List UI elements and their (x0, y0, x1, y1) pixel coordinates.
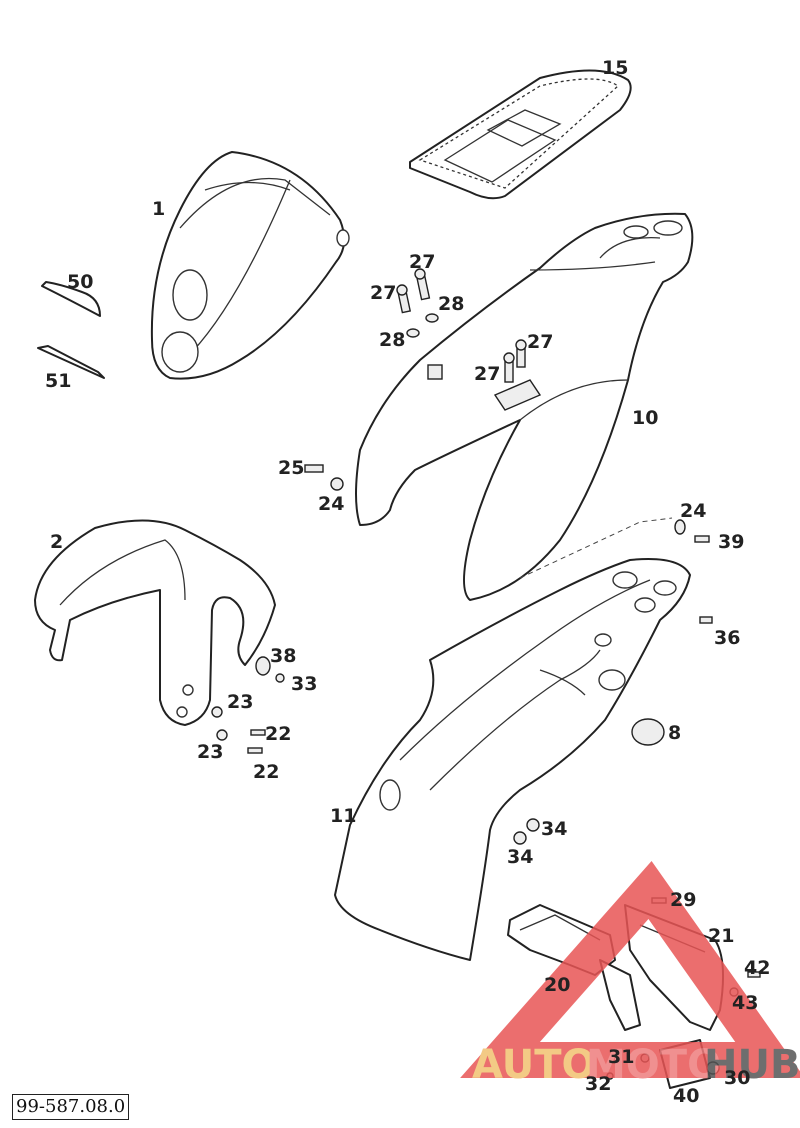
watermark-logo: AUTO MOTO HUB (460, 861, 800, 1088)
callout-36: 36 (714, 627, 740, 649)
callout-11: 11 (330, 805, 356, 827)
callout-27a: 27 (409, 251, 435, 273)
callout-40: 40 (673, 1085, 699, 1107)
callout-25: 25 (278, 457, 304, 479)
callout-2: 2 (50, 531, 63, 553)
callout-50: 50 (67, 271, 93, 293)
callout-15: 15 (602, 57, 628, 79)
callout-labels: 1 2 8 10 11 15 20 21 22 22 23 23 24 24 2… (45, 57, 770, 1107)
nuts-34 (513, 818, 540, 845)
callout-22a: 22 (265, 723, 291, 745)
callout-1: 1 (152, 198, 165, 220)
callout-34b: 34 (507, 846, 533, 868)
callout-28b: 28 (379, 329, 405, 351)
fasteners-24-36-39 (674, 519, 713, 624)
part-15-seat-pad (409, 69, 632, 200)
callout-43: 43 (732, 992, 758, 1014)
callout-22b: 22 (253, 761, 279, 783)
callout-21: 21 (708, 925, 734, 947)
screws-27-right (503, 339, 527, 383)
watermark-auto: AUTO (472, 1042, 596, 1088)
part-8-cap (631, 718, 665, 746)
callout-51: 51 (45, 370, 71, 392)
part-1-front-cover (150, 151, 350, 380)
part-50-trim (41, 281, 101, 317)
callout-31: 31 (608, 1046, 634, 1068)
watermark-hub: HUB (704, 1042, 800, 1088)
callout-20: 20 (544, 974, 570, 996)
callout-34a: 34 (541, 818, 567, 840)
callout-8: 8 (668, 722, 681, 744)
drawing-number: 99-587.08.0 (12, 1094, 130, 1120)
leader-line-10-24 (519, 517, 673, 579)
callout-42: 42 (744, 957, 770, 979)
part-11-under-tray (334, 558, 691, 961)
part-2-front-shield (34, 519, 276, 726)
callout-28a: 28 (438, 293, 464, 315)
callout-38: 38 (270, 645, 296, 667)
watermark-triangle (460, 861, 800, 1078)
callout-27c: 27 (527, 331, 553, 353)
callout-23b: 23 (197, 741, 223, 763)
callout-30: 30 (724, 1067, 750, 1089)
bolt-25-nut-24 (304, 464, 344, 491)
callout-10: 10 (632, 407, 658, 429)
callout-23a: 23 (227, 691, 253, 713)
callout-24a: 24 (318, 493, 344, 515)
callout-32: 32 (585, 1073, 611, 1095)
callout-29: 29 (670, 889, 696, 911)
callout-27d: 27 (474, 363, 500, 385)
fasteners-22-23-33-38 (211, 656, 285, 754)
callout-27b: 27 (370, 282, 396, 304)
callout-33: 33 (291, 673, 317, 695)
screws-27-28-left (396, 268, 439, 338)
callout-39: 39 (718, 531, 744, 553)
watermark-moto: MOTO (586, 1042, 721, 1088)
callout-24b: 24 (680, 500, 706, 522)
part-51-strip (37, 345, 105, 379)
part-10-rear-body (355, 212, 694, 601)
